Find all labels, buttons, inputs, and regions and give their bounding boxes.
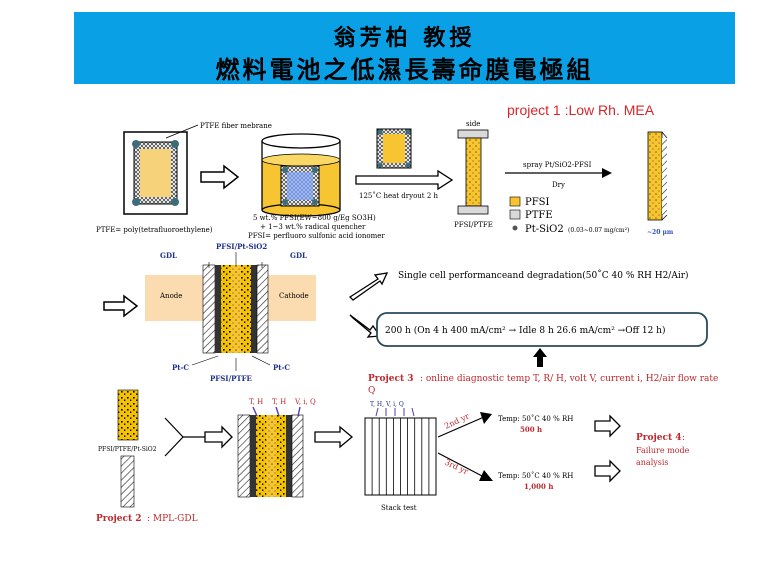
ptfe-membrane-frame: [123, 131, 188, 215]
stack-sensor-pointers: [375, 407, 415, 417]
project4-colon: :: [682, 433, 685, 443]
legend-pfsi-label: PFSI: [525, 197, 550, 208]
branch-arrow-3rd: [437, 452, 485, 478]
gdl-right-label: GDL: [290, 251, 307, 260]
branch-arrow-2nd: [437, 416, 485, 438]
heat-dryout-label: 125˚C heat dryout 2 h: [359, 191, 439, 200]
banner-title-topic: 燃料電池之低濕長壽命膜電極組: [215, 55, 594, 84]
sensor-label-3: V, i, Q: [294, 398, 316, 406]
project3-body: : online diagnostic temp T, R/ H, volt V…: [420, 374, 718, 384]
anode-label: Anode: [159, 292, 182, 300]
arrow-head-icon: [480, 412, 492, 424]
arrow-right-icon: [200, 164, 240, 190]
sensor-label-1: T, H: [249, 398, 263, 406]
project3-body-2: Q: [368, 386, 375, 396]
stack-temp-2: Temp: 50˚C 40 % RH: [498, 471, 573, 480]
legend-pt-sio2-dot: [512, 225, 518, 231]
arrow-up-icon: [533, 348, 547, 367]
pfsi-pt-sio2-label: PFSI/Pt-SiO2: [216, 242, 267, 251]
stack-hours-2: 1,000 h: [524, 482, 553, 491]
single-cell-test-label: Single cell performanceand degradation(5…: [398, 269, 689, 281]
arrow-up-right-icon: [348, 272, 389, 301]
instrumented-cell: [237, 414, 304, 498]
arrow-right-icon: [103, 294, 139, 318]
title-banner: 翁芳柏 教授 燃料電池之低濕長壽命膜電極組: [74, 12, 735, 84]
year-2-label: 2nd yr: [443, 411, 471, 430]
cycle-test-box: [376, 312, 708, 347]
stack-temp-1: Temp: 50˚C 40 % RH: [498, 414, 573, 423]
solution-line-2: + 1~3 wt.% radical quencher: [260, 223, 366, 231]
legend-ptfe-label: PTFE: [525, 210, 553, 221]
cycle-test-label: 200 h (On 4 h 400 mA/cm² → Idle 8 h 26.6…: [385, 325, 665, 336]
arrow-right-icon: [594, 414, 621, 438]
legend-pt-sio2-label: Pt-SiO2: [525, 224, 564, 235]
merge-lines: [164, 417, 184, 457]
dried-membrane: [376, 128, 412, 169]
legend-ptfe-swatch: [509, 209, 521, 220]
stack-test-label: Stack test: [381, 504, 417, 512]
mea-pointer: [191, 355, 219, 366]
year-3-label: 3rd yr: [443, 458, 470, 477]
cathode-label: Cathode: [279, 292, 309, 300]
side-view-membrane: [457, 129, 489, 215]
coated-membrane: [647, 131, 668, 221]
sensor-pointers: [252, 406, 301, 417]
solution-line-1: 5 wt.% PFSI(EW~800 g/Eg SO3H): [253, 214, 376, 222]
arrow-down-right-icon: [349, 314, 382, 338]
pt-c-left-label: Pt-C: [172, 363, 189, 372]
banner-title-professor: 翁芳柏 教授: [333, 25, 476, 51]
project2-title: Project 2: [96, 514, 142, 524]
arrow-right-icon: [594, 459, 621, 483]
project4-body-2: Failure mode: [636, 446, 690, 455]
spray-label: spray Pt/SiO2-PFSI: [523, 161, 592, 169]
pfsi-ptfe-mea-label: PFSI/PTFE: [210, 374, 252, 383]
gdl-left-label: GDL: [160, 251, 177, 260]
arrow-right-icon: [314, 425, 354, 449]
arrow-right-icon: [355, 169, 454, 191]
project3-title: Project 3: [368, 374, 414, 384]
pt-c-right-label: Pt-C: [273, 363, 290, 372]
mea-pointer: [251, 355, 271, 366]
ptfe-membrane-label: PTFE fiber mebrane: [200, 122, 272, 130]
arrow-right-icon: [204, 425, 233, 449]
ptfe-definition: PTFE= poly(tetrafluoroethylene): [96, 226, 213, 234]
thickness-label: ~20 μm: [647, 229, 674, 236]
stack-plates: [364, 417, 437, 496]
stack-hours-1: 500 h: [520, 425, 542, 434]
arrow-head-icon: [602, 168, 612, 178]
arrow-head-icon: [479, 470, 493, 481]
project2-body: : MPL-GDL: [147, 514, 198, 524]
dry-label: Dry: [552, 181, 565, 189]
pfsi-ptfe-side-label: PFSI/PTFE: [454, 221, 493, 229]
solution-beaker: [261, 133, 341, 217]
legend-pfsi-swatch: [509, 196, 521, 207]
mea-cross-section: [145, 264, 316, 354]
project4-body-3: analysis: [636, 458, 669, 467]
mpl-gdl-sample-2: [120, 455, 135, 508]
legend-pt-sio2-loading: (0.03~0.07 mg/cm²): [568, 227, 629, 234]
stack-sensor-label: T, H, V, i, Q: [370, 401, 404, 408]
membrane-leader-line: [165, 124, 199, 139]
solution-line-3: PFSI= perfluoro sulfonic acid ionomer: [248, 232, 385, 240]
side-label: side: [466, 120, 480, 128]
project1-title: project 1 :Low Rh. MEA: [507, 102, 655, 118]
project4-title: Project 4: [636, 433, 682, 443]
mpl-gdl-sample-1: [117, 389, 139, 441]
pfsi-ptfe-pt-sio2-label: PFSI/PTFE/Pt-SiO2: [98, 446, 157, 453]
sensor-label-2: T, H: [272, 398, 286, 406]
